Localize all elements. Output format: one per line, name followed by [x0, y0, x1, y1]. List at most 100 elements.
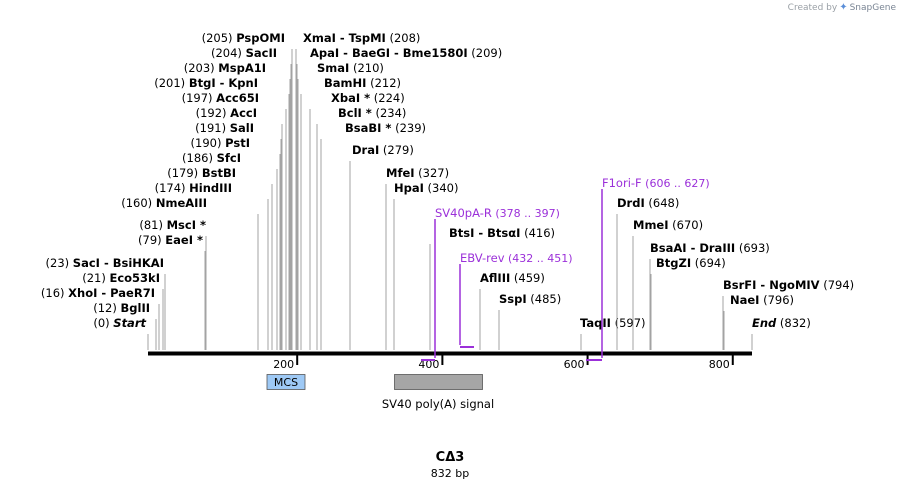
site-enzyme: SacI	[73, 256, 100, 270]
site-enzyme: TaqII	[580, 316, 611, 330]
restriction-site[interactable]: TaqII (597)	[580, 316, 646, 350]
feature-mcs[interactable]: MCS	[266, 374, 306, 390]
site-enzyme: BclI *	[338, 106, 372, 120]
site-position: (234)	[372, 106, 407, 120]
snapgene-credit: Created by ✦ SnapGene	[788, 2, 896, 13]
site-position: (16)	[41, 286, 68, 300]
restriction-site[interactable]: DrdI (648)	[616, 196, 679, 350]
restriction-site[interactable]: End (832)	[751, 316, 811, 350]
credit-brand: SnapGene	[849, 2, 896, 13]
restriction-site[interactable]: (201) BtgI - KpnI	[154, 76, 290, 350]
feature-mcs-label: MCS	[274, 376, 298, 389]
site-enzyme-alt: - PaeR7I	[97, 286, 155, 300]
site-enzyme: Eco53kI	[109, 271, 160, 285]
restriction-site[interactable]: (191) SalI	[195, 121, 282, 350]
restriction-site[interactable]: (205) PspOMI	[202, 31, 293, 350]
site-position: (192)	[196, 106, 231, 120]
feature-sv40-polya[interactable]: SV40 poly(A) signal	[382, 374, 494, 412]
site-label: (204) SacII	[211, 46, 277, 60]
plasmid-name: CΔ3	[435, 450, 465, 465]
restriction-site[interactable]: BsaAI - DraIII (693)	[649, 241, 770, 350]
restriction-site[interactable]: (203) MspA1I	[184, 61, 291, 350]
restriction-site[interactable]: (174) HindIII	[155, 181, 269, 350]
features: MCS SV40 poly(A) signal	[266, 374, 494, 412]
site-enzyme: AflIII	[480, 271, 510, 285]
restriction-site[interactable]: HpaI (340)	[393, 181, 459, 350]
restriction-site[interactable]: (79) EaeI *	[138, 233, 206, 350]
restriction-site[interactable]: NaeI (796)	[723, 293, 794, 350]
site-enzyme: MmeI	[633, 218, 669, 232]
restriction-site[interactable]: XbaI * (224)	[309, 91, 405, 350]
site-position: (279)	[379, 143, 414, 157]
primer[interactable]: F1ori-F (606 .. 627)	[586, 176, 710, 361]
site-enzyme: MspA1I	[218, 61, 266, 75]
primers: F1ori-F (606 .. 627) SV40pA-R (378 .. 397…	[421, 176, 710, 361]
site-enzyme: BsaAI	[650, 241, 687, 255]
site-position: (832)	[776, 316, 811, 330]
restriction-site[interactable]: (204) SacII	[211, 46, 292, 350]
restriction-site[interactable]: BclI * (234)	[316, 106, 407, 350]
primer[interactable]: SV40pA-R (378 .. 397)	[421, 206, 560, 361]
restriction-site[interactable]: ApaI - BaeGI - Bme1580I (209)	[296, 46, 503, 350]
site-position: (174)	[155, 181, 190, 195]
site-position: (327)	[415, 166, 450, 180]
site-enzyme: DraI	[352, 143, 379, 157]
primer-label: F1ori-F (606 .. 627)	[602, 176, 710, 190]
restriction-site[interactable]: MfeI (327)	[385, 166, 449, 350]
restriction-site[interactable]: (197) Acc65I	[182, 91, 287, 350]
restriction-site[interactable]: (81) MscI *	[139, 218, 207, 350]
restriction-site[interactable]: SspI (485)	[498, 292, 561, 350]
site-enzyme: BtsI	[449, 226, 474, 240]
restriction-site[interactable]: AflIII (459)	[479, 271, 545, 350]
restriction-site[interactable]: BamHI (212)	[300, 76, 401, 350]
primer[interactable]: EBV-rev (432 .. 451)	[459, 251, 573, 348]
site-enzyme: SacII	[246, 46, 277, 60]
site-enzyme-alt: - BsiHKAI	[100, 256, 164, 270]
restriction-site[interactable]: (0) Start	[93, 316, 149, 350]
primer-range: (378 .. 397)	[492, 207, 560, 220]
restriction-site[interactable]: (23) SacI - BsiHKAI	[46, 256, 166, 350]
feature-mcs-box	[266, 374, 306, 390]
restriction-site[interactable]: (12) BglII	[93, 301, 157, 350]
site-label: (79) EaeI *	[138, 233, 203, 247]
restriction-site[interactable]: (179) BstBI	[167, 166, 273, 350]
restriction-site[interactable]: MmeI (670)	[632, 218, 703, 350]
site-enzyme: SspI	[499, 292, 527, 306]
restriction-site[interactable]: BsrFI - NgoMIV (794)	[722, 278, 854, 350]
site-enzyme: BsrFI	[723, 278, 756, 292]
restriction-site[interactable]: XmaI - TspMI (208)	[295, 31, 420, 350]
site-enzyme: HindIII	[189, 181, 232, 195]
restriction-site[interactable]: (16) XhoI - PaeR7I	[41, 286, 160, 350]
restriction-site[interactable]: (21) Eco53kI	[82, 271, 164, 350]
site-position: (23)	[46, 256, 73, 270]
site-label: XmaI - TspMI (208)	[303, 31, 420, 45]
plasmid-length: 832 bp	[430, 467, 470, 480]
primer-name: SV40pA-R	[435, 206, 492, 220]
site-position: (12)	[93, 301, 120, 315]
site-position: (796)	[759, 293, 794, 307]
site-enzyme: SmaI	[317, 61, 349, 75]
site-enzyme: Acc65I	[216, 91, 259, 105]
restriction-site[interactable]: BtgZI (694)	[650, 256, 726, 350]
site-enzyme: NmeAIII	[156, 196, 207, 210]
restriction-site[interactable]: (186) SfcI	[182, 151, 278, 350]
site-position: (208)	[386, 31, 421, 45]
site-label: BtgZI (694)	[656, 256, 726, 270]
restriction-site[interactable]: BtsI - BtsαI (416)	[429, 226, 555, 350]
restriction-site[interactable]: DraI (279)	[349, 143, 414, 350]
feature-sv40-box	[394, 374, 483, 390]
site-position: (239)	[391, 121, 426, 135]
site-position: (209)	[468, 46, 503, 60]
site-label: (174) HindIII	[155, 181, 232, 195]
site-position: (197)	[182, 91, 217, 105]
site-label: XbaI * (224)	[331, 91, 405, 105]
restriction-site[interactable]: (160) NmeAIII	[121, 196, 259, 350]
restriction-site[interactable]: (190) PstI	[191, 136, 281, 350]
restriction-site[interactable]: (192) AccI	[196, 106, 283, 350]
restriction-site[interactable]: SmaI (210)	[297, 61, 384, 350]
site-label: MfeI (327)	[386, 166, 449, 180]
restriction-site[interactable]: BsaBI * (239)	[320, 121, 426, 350]
primer-name: F1ori-F	[602, 176, 642, 190]
site-enzyme: End	[752, 316, 777, 330]
site-label: DrdI (648)	[617, 196, 679, 210]
